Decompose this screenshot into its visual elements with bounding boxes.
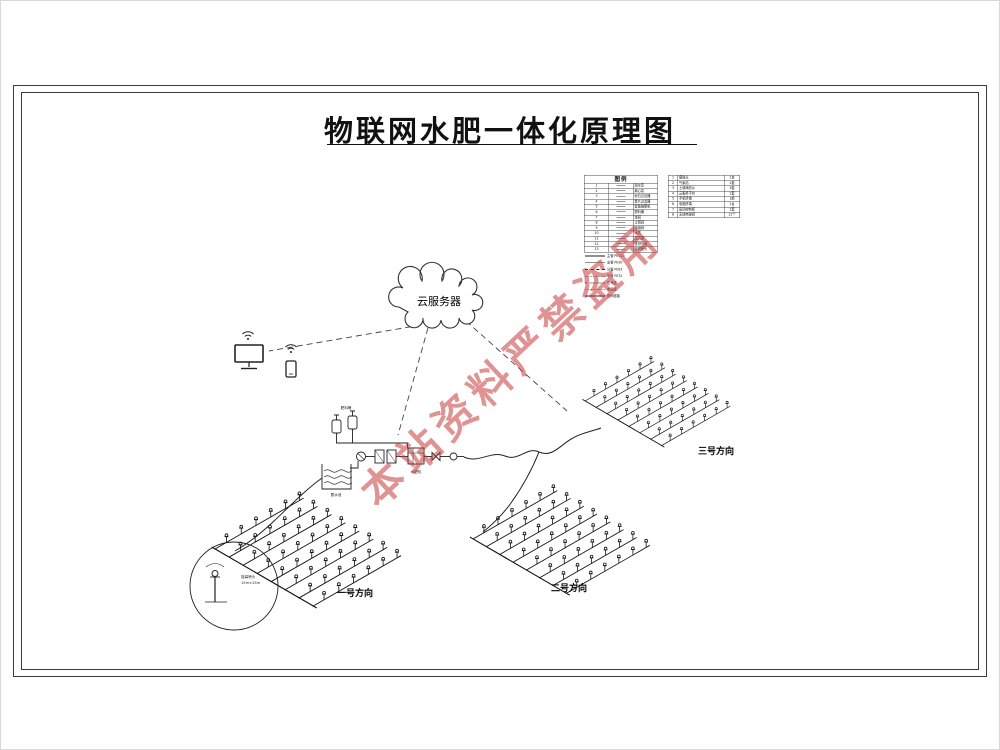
station-reservoir-label: 蓄水池 — [331, 492, 342, 497]
legend-row-name: 叠片过滤器 — [633, 198, 658, 205]
equipment-row-spec: 1台 — [724, 175, 740, 181]
field-pipes — [234, 427, 602, 552]
legend-line-entry: 主管 PE110 — [584, 253, 658, 260]
sheet-border-inner — [21, 92, 979, 670]
detail-callout: 摇臂喷头 15m×15m — [189, 541, 279, 631]
legend-line-row: 主管 PE110 — [584, 253, 658, 260]
equipment-row-name: 无线电磁阀 — [677, 212, 725, 218]
equipment-row-spec: 1套 — [724, 206, 740, 213]
legend-line-row: 电源线 — [584, 287, 658, 294]
title-underline — [327, 144, 697, 145]
detail-label-1: 摇臂喷头 — [241, 574, 256, 579]
legend-row: 8 止回阀 — [584, 220, 658, 226]
legend-row: 3 砂石过滤器 — [584, 193, 658, 200]
legend-row-name: 离心泵 — [633, 188, 658, 195]
legend-line-entry: 信号线 — [584, 280, 658, 287]
legend-row: 6 肥料桶 — [584, 209, 658, 216]
legend-line-row: 分管 PE63 — [584, 266, 658, 273]
computer-terminal — [234, 344, 264, 370]
equipment-table: 1 摄像头 1台 2 气象站 1套 3 土壤墒情仪 3套 4 — [668, 175, 740, 218]
legend-row-num: 13 — [584, 246, 609, 253]
field-two-grid — [470, 485, 650, 595]
legend-line-entry: 支管 PE90 — [585, 260, 623, 265]
legend-row-symbol — [608, 246, 634, 253]
equipment-row-spec: 3套 — [724, 185, 740, 192]
cloud-server-label: 云服务器 — [417, 295, 461, 308]
detail-label-2: 15m×15m — [241, 581, 261, 585]
legend-row-name: 压力表 — [633, 235, 658, 242]
legend-line-row: 毛管 PE32 — [584, 273, 658, 280]
legend-line-entry: 田间道路 — [584, 293, 658, 300]
legend-line-entry: 毛管 PE32 — [585, 274, 623, 279]
wifi-icon — [284, 344, 298, 354]
legend-row-name: 智能施肥机 — [633, 204, 658, 210]
equipment-row-spec: 1套 — [724, 180, 740, 187]
legend-row: 9 电磁阀 — [584, 225, 658, 232]
equipment-row: 4 云服务平台 1套 — [668, 190, 740, 197]
legend-row: 2 离心泵 — [584, 188, 658, 195]
sheet-border-outer — [13, 85, 987, 677]
legend-row-name: 止回阀 — [633, 220, 658, 226]
field-two-label: 二号方向 — [551, 582, 587, 594]
equipment-row: 2 气象站 1套 — [668, 180, 740, 187]
equipment-row: 6 电脑终端 1台 — [668, 201, 740, 208]
legend-row-name: 砂石过滤器 — [633, 193, 658, 200]
legend-line-styles: 主管 PE110 支管 PE90 分管 PE63 毛管 PE32 信号线 — [584, 253, 658, 300]
legend-row-name: 电磁阀 — [633, 225, 658, 232]
legend-row: 11 压力表 — [584, 235, 658, 242]
field-three-grid — [582, 356, 730, 447]
legend-line-row: 田间道路 — [584, 293, 658, 300]
cloud-server: 云服务器 — [388, 261, 484, 329]
station-tank-label: 肥料桶 — [341, 405, 352, 410]
legend-row: 1 潜水泵 — [584, 183, 658, 189]
field-three-label: 三号方向 — [698, 445, 734, 457]
drawing-title: 物联网水肥一体化原理图 — [323, 114, 676, 148]
legend-row-name: 球阀 — [633, 214, 658, 221]
legend-row: 4 叠片过滤器 — [584, 198, 658, 205]
legend-row: 12 进排气阀 — [584, 241, 658, 248]
phone-terminal — [285, 360, 297, 378]
equipment-row: 5 手机终端 1部 — [668, 196, 740, 202]
legend-line-entry: 电源线 — [585, 287, 617, 292]
legend-row-name: 潜水泵 — [633, 183, 658, 189]
legend-row-name: 进排气阀 — [633, 241, 658, 248]
legend-table: 图例 1 潜水泵 2 离心泵 3 砂石过滤器 — [584, 175, 658, 253]
equipment-row: 3 土壤墒情仪 3套 — [668, 185, 740, 192]
legend-row: 10 水表 — [584, 230, 658, 237]
equipment-row-spec: 1套 — [724, 190, 740, 197]
wifi-icon — [241, 331, 255, 341]
equipment-row-spec: 1部 — [724, 196, 740, 202]
legend-line-row: 支管 PE90 — [584, 260, 658, 267]
legend-title: 图例 — [584, 175, 658, 184]
equipment-row-num: 8 — [668, 212, 678, 218]
legend-row-name: 水表 — [633, 230, 658, 237]
equipment-row: 8 无线电磁阀 12个 — [668, 212, 740, 218]
legend-row: 13 摇臂喷头 — [584, 246, 658, 253]
equipment-row: 7 田间控制柜 1套 — [668, 206, 740, 213]
station-machine-label: 水肥机 — [411, 469, 422, 474]
legend-row: 7 球阀 — [584, 214, 658, 221]
legend-row-name: 肥料桶 — [633, 209, 658, 216]
pump-station: 肥料桶 水肥机 蓄水池 — [321, 405, 464, 497]
field-one-label: 一号方向 — [337, 587, 373, 599]
legend-row: 5 智能施肥机 — [584, 204, 658, 210]
wireless-links — [268, 320, 568, 436]
legend-line-row: 信号线 — [584, 280, 658, 287]
equipment-row-spec: 1台 — [724, 201, 740, 208]
legend-line-entry: 分管 PE63 — [584, 266, 658, 273]
equipment-row-spec: 12个 — [724, 212, 740, 218]
equipment-row: 1 摄像头 1台 — [668, 175, 740, 181]
legend-row-name: 摇臂喷头 — [633, 246, 658, 253]
